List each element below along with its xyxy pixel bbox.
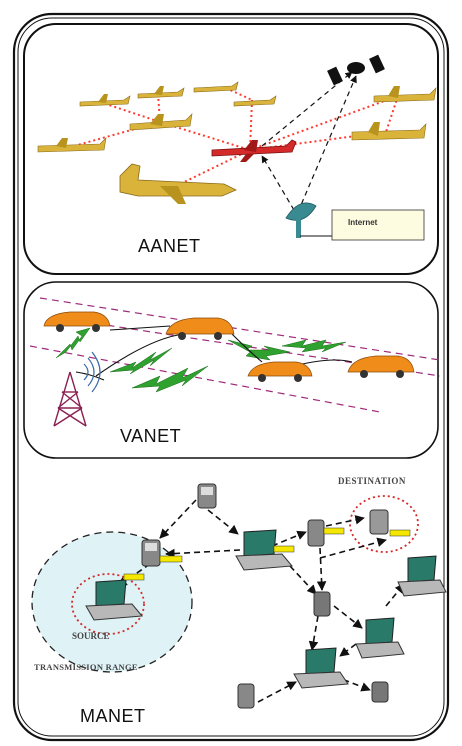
aircraft-9 bbox=[119, 163, 237, 204]
laptop-right bbox=[397, 555, 447, 597]
pda-device-3 bbox=[307, 519, 345, 547]
internet-label: Internet bbox=[348, 218, 378, 227]
aircraft-8 bbox=[351, 122, 427, 141]
car-1 bbox=[43, 311, 111, 332]
source-ring bbox=[71, 573, 145, 635]
pda-device-6 bbox=[371, 681, 389, 703]
transmission-range-label: TRANSMISSION RANGE bbox=[34, 662, 138, 672]
aircraft-1 bbox=[79, 94, 131, 107]
aircraft-3 bbox=[193, 81, 239, 93]
aircraft-7 bbox=[373, 86, 437, 103]
destination-ring bbox=[349, 495, 419, 553]
car-3 bbox=[247, 361, 313, 382]
radio-tower-icon bbox=[53, 351, 101, 427]
manet-label: MANET bbox=[80, 706, 146, 726]
outer-frame bbox=[12, 12, 450, 742]
aanet-sat-links bbox=[261, 71, 357, 213]
car-2 bbox=[165, 317, 235, 340]
destination-device bbox=[369, 509, 411, 537]
manet-section bbox=[31, 483, 447, 709]
aanet-panel bbox=[23, 23, 439, 275]
destination-label: DESTINATION bbox=[338, 476, 406, 486]
aircraft-4 bbox=[233, 95, 277, 107]
car-4 bbox=[347, 355, 415, 378]
aanet-label: AANET bbox=[138, 236, 201, 256]
laptop-bottom bbox=[293, 647, 349, 689]
aircraft-2 bbox=[137, 86, 185, 99]
manet-links bbox=[117, 499, 405, 703]
pda-device-2 bbox=[141, 539, 183, 567]
pda-device-1 bbox=[197, 483, 217, 509]
satellite-dish-icon bbox=[285, 202, 332, 238]
vanet-label: VANET bbox=[120, 426, 182, 446]
aircraft-6 bbox=[37, 137, 107, 153]
satellite-icon bbox=[327, 54, 385, 86]
vanet-panel bbox=[23, 281, 441, 459]
laptop-source bbox=[85, 573, 145, 621]
laptop-hub bbox=[235, 529, 295, 571]
pda-device-5 bbox=[237, 683, 255, 709]
aircraft-5 bbox=[129, 113, 193, 131]
laptop-mid bbox=[355, 617, 405, 659]
hub-aircraft bbox=[211, 139, 297, 162]
source-label: SOURCE bbox=[72, 631, 110, 641]
pda-device-4 bbox=[313, 591, 331, 617]
internet-box bbox=[331, 209, 425, 241]
